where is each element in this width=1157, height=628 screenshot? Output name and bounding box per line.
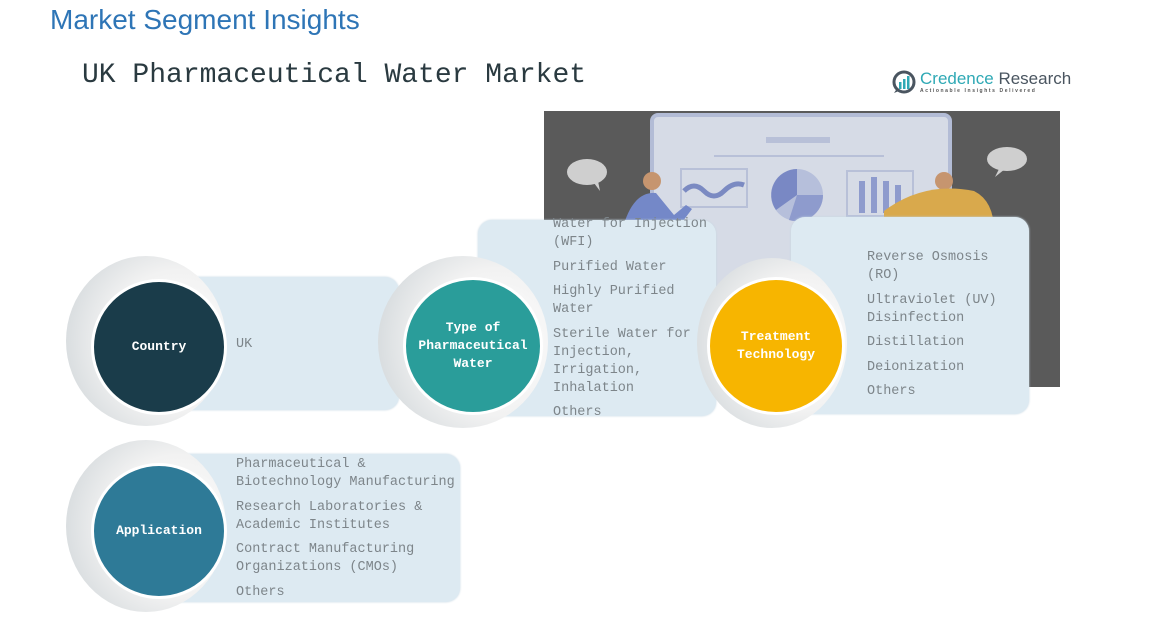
treatment-items-list: Reverse Osmosis (RO) Ultraviolet (UV) Di… xyxy=(867,249,1027,408)
logo-name: Credence Research xyxy=(920,69,1072,88)
bar-chart-speech-bubble-icon xyxy=(892,70,916,94)
segment-label-treatment: Treatment Technology xyxy=(736,329,815,362)
section-heading: Market Segment Insights xyxy=(50,4,360,35)
list-item: Others xyxy=(867,384,916,399)
segment-circle-application: Application xyxy=(91,463,227,599)
segment-label-water-type: Type of Pharmaceutical Water xyxy=(418,320,528,371)
application-items-list: Pharmaceutical & Biotechnology Manufactu… xyxy=(236,456,456,608)
page-title: UK Pharmaceutical Water Market xyxy=(82,60,587,91)
list-item: Highly Purified Water xyxy=(553,284,675,317)
segment-circle-water-type: Type of Pharmaceutical Water xyxy=(403,277,543,415)
list-item: Others xyxy=(236,584,285,600)
list-item: Research Laboratories & Academic Institu… xyxy=(236,499,423,533)
list-item: Reverse Osmosis (RO) xyxy=(867,250,989,283)
list-item: Pharmaceutical & Biotechnology Manufactu… xyxy=(236,457,455,490)
list-item: Sterile Water for Injection, Irrigation,… xyxy=(553,326,691,396)
credence-research-logo: Credence Research Actionable Insights De… xyxy=(892,70,1071,94)
logo-tagline: Actionable Insights Delivered xyxy=(920,88,1037,94)
segment-circle-treatment: Treatment Technology xyxy=(707,277,845,415)
water-type-items-list: Water for Injection (WFI) Purified Water… xyxy=(553,216,713,429)
list-item: UK xyxy=(236,337,253,352)
list-item: Water for Injection (WFI) xyxy=(553,217,707,250)
list-item: Ultraviolet (UV) Disinfection xyxy=(867,292,997,326)
segment-label-application: Application xyxy=(116,523,202,538)
segment-circle-country: Country xyxy=(91,279,227,415)
list-item: Purified Water xyxy=(553,259,667,275)
list-item: Others xyxy=(553,405,602,420)
list-item: Distillation xyxy=(867,335,965,350)
segment-label-country: Country xyxy=(131,339,187,354)
list-item: Deionization xyxy=(867,359,965,375)
list-item: Contract Manufacturing Organizations (CM… xyxy=(236,542,415,575)
country-items-list: UK xyxy=(236,336,386,361)
